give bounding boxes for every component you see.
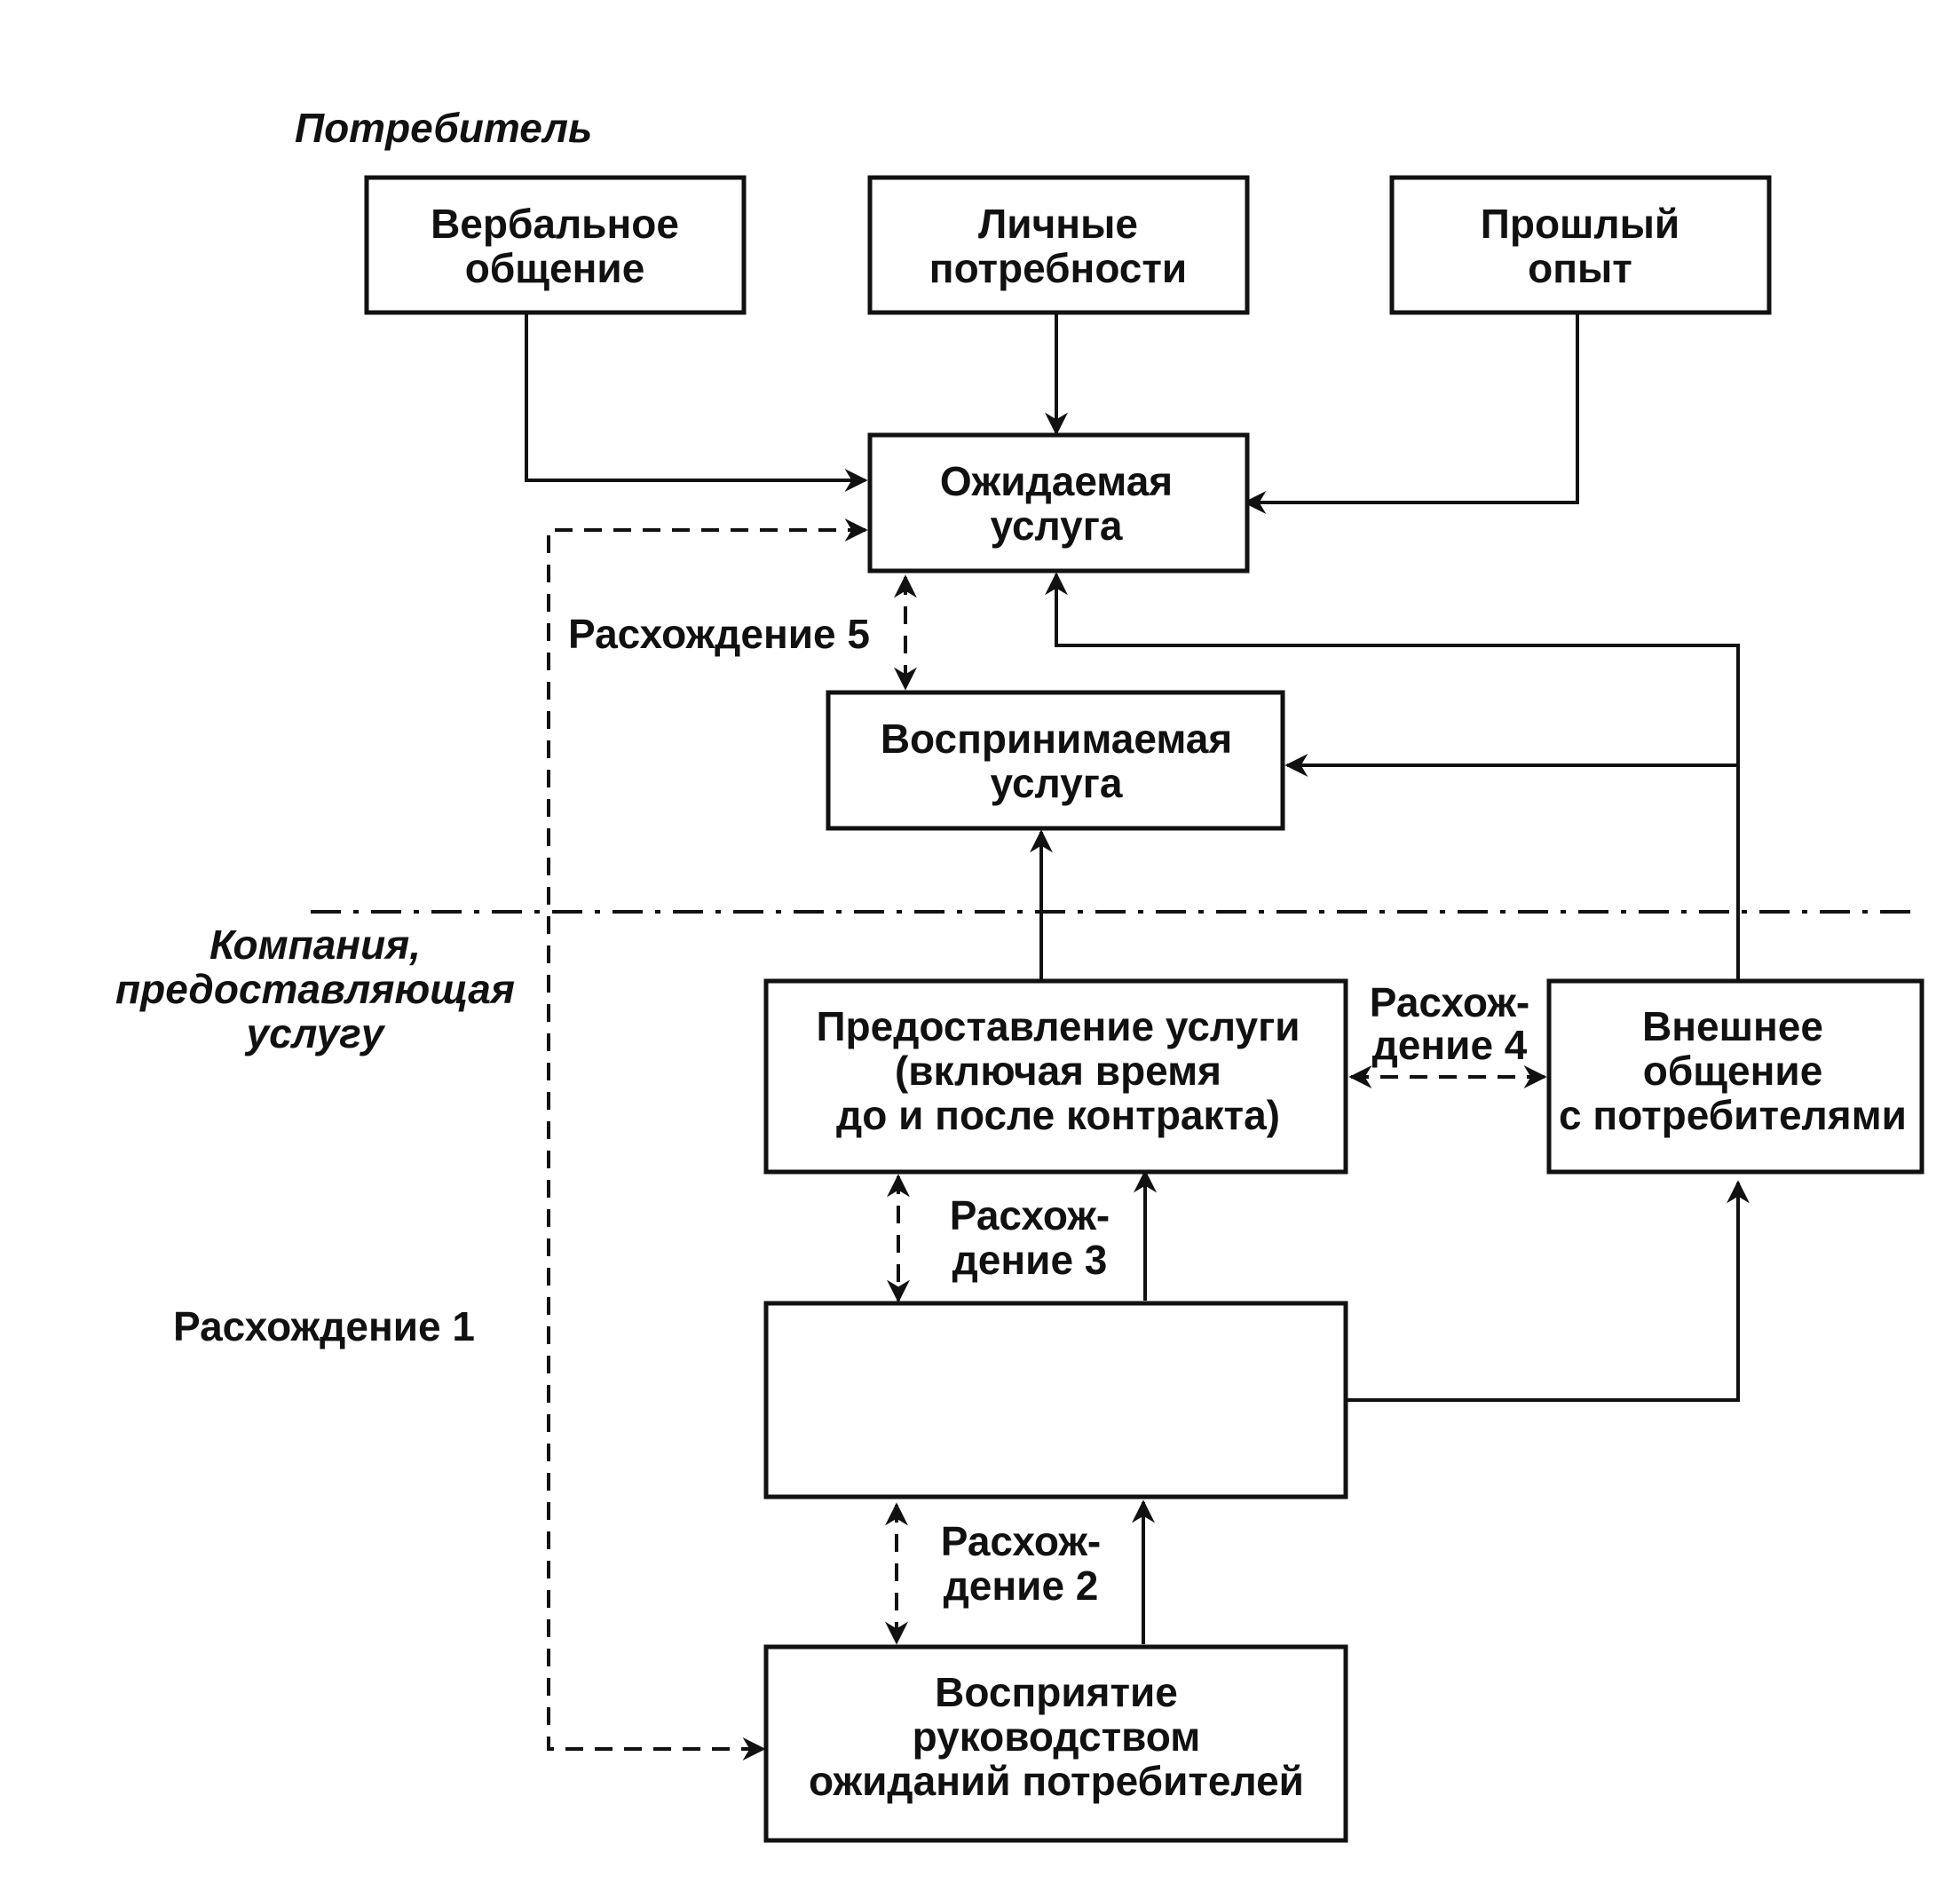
section-label-line: предоставляющая: [115, 966, 515, 1012]
section-label-line: Компания,: [209, 922, 421, 968]
box-label-line: Предоставление услуги: [816, 1003, 1300, 1049]
box-label-line: Вербальное: [431, 201, 679, 247]
box-management-perception: Восприятие руководством ожиданий потреби…: [763, 1644, 1348, 1843]
section-label-consumer: Потребитель: [295, 105, 592, 151]
box-label-line: потребности: [929, 245, 1187, 291]
gap-label-line: дение 4: [1372, 1022, 1528, 1068]
gap1-label: Расхождение 1: [173, 1303, 475, 1349]
box-perceived-service: Воспринимаемая услуга: [826, 690, 1285, 831]
box-label-line: руководством: [913, 1713, 1201, 1760]
box-external-communications: Внешнее общение с потребителями: [1546, 978, 1924, 1175]
box-verbal-communication: Вербальное общение: [364, 175, 747, 315]
box-service-specifications: [763, 1301, 1348, 1499]
box-label-line: ожиданий потребителей: [809, 1758, 1304, 1804]
box-service-delivery: Предоставление услуги (включая время до …: [763, 978, 1348, 1175]
gap-label-line: Расхож-: [950, 1192, 1110, 1238]
arrow-verbal-to-expected: [525, 313, 868, 492]
box-label-line: (включая время: [895, 1048, 1221, 1094]
gap4-label: Расхож- дение 4: [1370, 979, 1530, 1068]
box-label-line: Внешнее: [1642, 1003, 1823, 1049]
connectors: [525, 313, 1750, 1760]
arrow-specs-to-external: [1348, 1180, 1750, 1402]
gap-label-line: Расхож-: [1370, 979, 1530, 1025]
arrow-experience-to-expected: [1243, 313, 1579, 514]
box-label-line: услуга: [991, 502, 1123, 549]
box-label-line: Восприятие: [935, 1669, 1178, 1715]
gap-label-line: дение 3: [952, 1237, 1108, 1283]
section-label-company: Компания, предоставляющая услугу: [115, 922, 515, 1056]
gap5-label: Расхождение 5: [568, 611, 870, 657]
box-expected-service: Ожидаемая услуга: [867, 432, 1250, 574]
box-label-line: Воспринимаемая: [881, 716, 1232, 762]
box-label-line: Прошлый: [1481, 201, 1679, 247]
box-label-line: Ожидаемая: [940, 458, 1173, 504]
box-label-line: с потребителями: [1559, 1092, 1907, 1138]
gap-label-line: дение 2: [944, 1563, 1099, 1609]
box-label-line: до и после контракта): [836, 1092, 1280, 1138]
gap3-label: Расхож- дение 3: [950, 1192, 1110, 1283]
section-label-line: услугу: [245, 1010, 386, 1056]
box-label-line: Личные: [978, 201, 1138, 247]
gap1-connector: [547, 518, 868, 1760]
box-personal-needs: Личные потребности: [867, 175, 1250, 315]
arrow-external-to-expected: [1045, 572, 1740, 979]
box-past-experience: Прошлый опыт: [1389, 175, 1772, 315]
gap2-label: Расхож- дение 2: [941, 1518, 1102, 1609]
gap-label-line: Расхож-: [941, 1518, 1102, 1564]
box-label-line: опыт: [1528, 245, 1632, 291]
box-label-line: услуга: [991, 760, 1123, 806]
box-label-line: общение: [1643, 1048, 1823, 1094]
box-label-line: общение: [465, 245, 645, 291]
